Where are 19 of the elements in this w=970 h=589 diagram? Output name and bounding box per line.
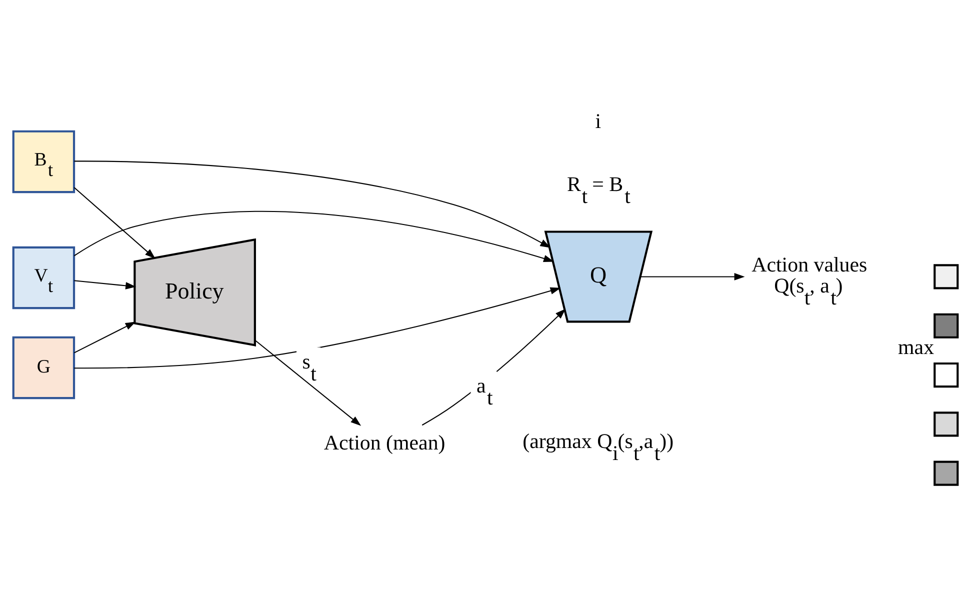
node-box: [933, 460, 958, 486]
node-box: Policy: [133, 238, 256, 346]
arrow: [640, 273, 744, 280]
arrow: [74, 160, 550, 248]
arrow: [74, 287, 560, 369]
arrow: [254, 340, 361, 426]
node-text: Action (mean): [323, 430, 445, 454]
node-box: [933, 362, 958, 388]
arrow: [73, 187, 155, 259]
node-box: [933, 313, 958, 338]
arrow: [74, 280, 136, 290]
arrow: [73, 211, 554, 262]
arrow: [421, 308, 566, 426]
node-box: G: [12, 336, 75, 400]
arrow: [73, 322, 136, 354]
node-label: max: [898, 335, 934, 360]
node-box: [933, 264, 958, 290]
node-box: [933, 412, 958, 437]
label: i: [594, 109, 601, 134]
